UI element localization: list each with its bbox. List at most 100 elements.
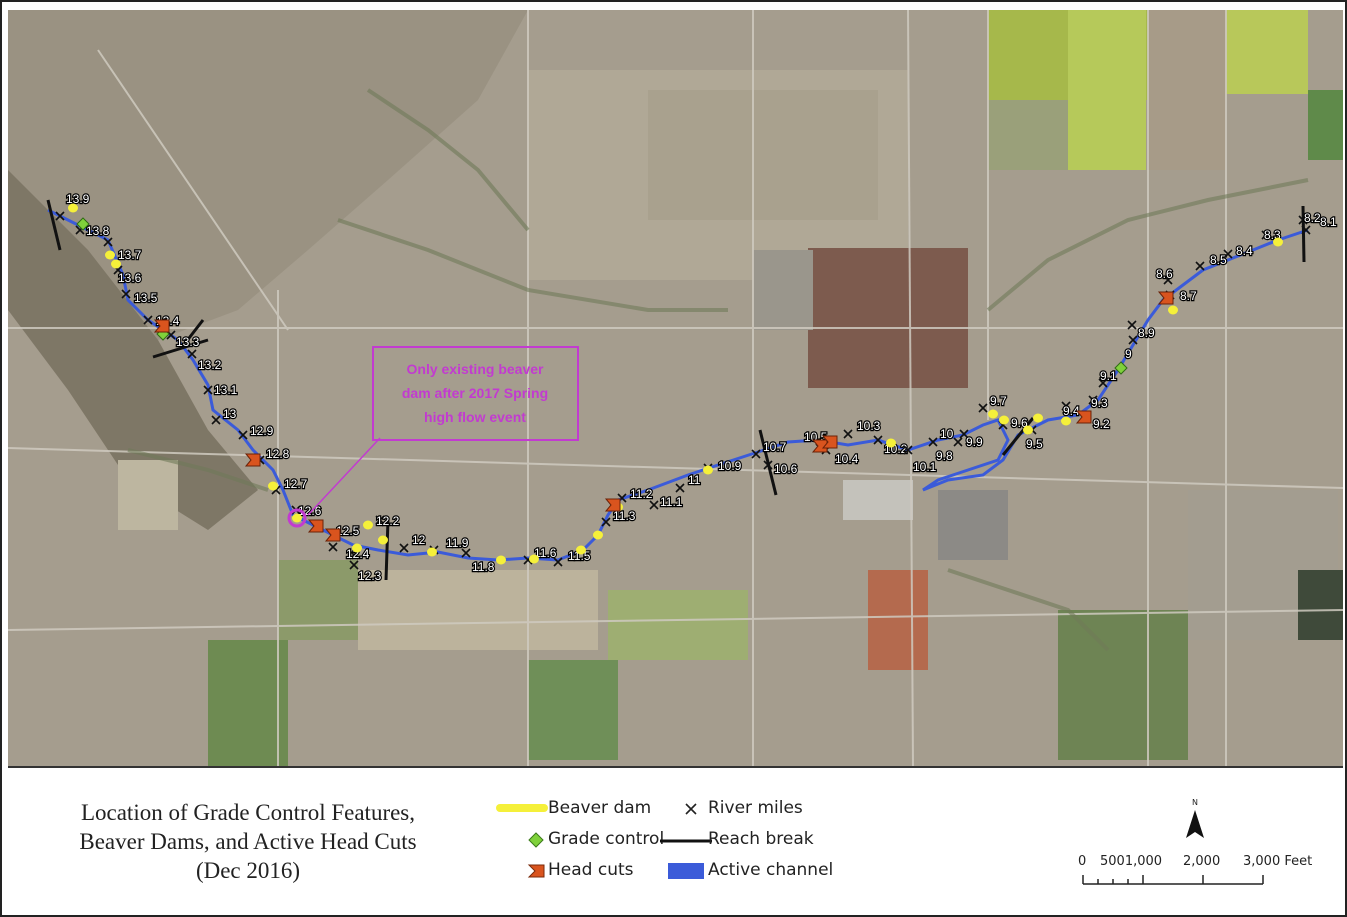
river-mile-label: 13.2 [198, 358, 222, 372]
beaver-dam-marker [363, 520, 373, 530]
head-cut-marker [604, 498, 621, 512]
beaver-dam-marker [1061, 416, 1071, 426]
grade-control-marker [1114, 361, 1128, 375]
river-mile-label: 9.5 [1026, 437, 1043, 451]
features [68, 203, 1283, 565]
field [988, 100, 1068, 170]
title-line: Beaver Dams, and Active Head Cuts [79, 829, 417, 854]
river-mile-label: 12.4 [346, 547, 370, 561]
river-mile-label: 13 [223, 407, 237, 421]
beaver-dam-marker [576, 545, 586, 555]
river-mile-marker [55, 211, 65, 221]
annotation-line: Only existing beaver [407, 361, 544, 377]
river-mile-label: 8.6 [1156, 267, 1173, 281]
beaver-dam-marker [292, 513, 302, 523]
scale-bar [1082, 875, 1264, 885]
green-field [1068, 10, 1146, 170]
green-field [1308, 90, 1343, 160]
river-mile-marker [1088, 395, 1098, 405]
highlight-circle [287, 508, 307, 528]
river-mile-label: 8.2 [1304, 211, 1321, 225]
river-mile-marker [1061, 401, 1071, 411]
beaver-dam-symbol [496, 804, 548, 812]
legend-active-channel: Active channel [708, 860, 834, 880]
map-canvas: 13.913.813.713.613.513.413.313.213.11312… [8, 10, 1343, 766]
beaver-dam-marker [1168, 305, 1178, 315]
river-mile-marker [1261, 230, 1271, 240]
river-mile-label: 8.4 [1236, 244, 1253, 258]
field [208, 640, 288, 766]
river-mile-marker [959, 429, 969, 439]
head-cut-marker [324, 528, 341, 542]
legend-beaver-dam: Beaver dam [548, 798, 652, 818]
building [843, 480, 913, 520]
river-mile-marker [928, 437, 938, 447]
legend-grade-control: Grade control [548, 829, 665, 849]
river-mile-marker [601, 517, 611, 527]
field [1148, 10, 1226, 170]
river-mile-label: 11.2 [630, 487, 653, 501]
river-mile-label: 12.3 [358, 569, 382, 583]
river-mile-marker [399, 543, 409, 553]
scale-label: 2,000 [1183, 854, 1221, 869]
industrial-site [808, 248, 968, 388]
legend-river-miles: River miles [708, 798, 803, 818]
dark-field [1298, 570, 1343, 640]
field [648, 90, 878, 220]
legend-panel: Location of Grade Control Features, Beav… [8, 768, 1343, 912]
scale-label: 5001,000 [1100, 854, 1163, 869]
river-mile-label: 11.1 [660, 495, 683, 509]
head-cut-marker [1157, 291, 1174, 305]
river-mile-label: 10.3 [857, 419, 881, 433]
beaver-dam-marker [1033, 413, 1043, 423]
river-mile-marker [1098, 378, 1108, 388]
reach-break [46, 199, 62, 251]
river-mile-marker [375, 515, 385, 525]
river-mile-label: 13.7 [118, 248, 142, 262]
green-field [1226, 10, 1308, 94]
river-mile-label: 8.1 [1320, 215, 1337, 229]
field [528, 660, 618, 760]
river-miles: 13.913.813.713.613.513.413.313.213.11312… [55, 191, 1338, 584]
river-mile-marker [143, 315, 153, 325]
river-mile-marker [1298, 215, 1308, 225]
beaver-dam-marker [378, 535, 388, 545]
river-mile-marker [953, 437, 963, 447]
legend-head-cuts: Head cuts [548, 860, 634, 880]
river-mile-marker [553, 557, 563, 567]
head-cut-marker [153, 319, 170, 333]
river-mile-marker [763, 460, 773, 470]
river-mile-marker [903, 445, 913, 455]
river-mile-label: 11.6 [534, 546, 557, 560]
annotation-line: high flow event [424, 409, 526, 425]
river-mile-label: 9.3 [1091, 396, 1108, 410]
aerial-map[interactable]: 13.913.813.713.613.513.413.313.213.11312… [8, 10, 1343, 768]
river-mile-label: 9.9 [966, 435, 983, 449]
map-title: Location of Grade Control Features, Beav… [28, 798, 468, 885]
field [608, 590, 748, 660]
parking [938, 490, 1008, 560]
annotation-callout: Only existing beaver dam after 2017 Spri… [287, 346, 579, 528]
head-cut-marker [307, 519, 324, 533]
river-mile-label: 13.6 [118, 271, 142, 285]
scale-label: 0 [1078, 854, 1087, 869]
river-mile-label: 10.4 [835, 452, 859, 466]
beaver-dam-marker [1273, 237, 1283, 247]
beaver-dam-marker [593, 530, 603, 540]
river-mile-label: 10.1 [913, 460, 937, 474]
river-mile-marker [1195, 261, 1205, 271]
river-mile-label: 10.6 [774, 462, 798, 476]
river-mile-label: 8.9 [1138, 326, 1155, 340]
active-channel-symbol [668, 863, 704, 879]
field [278, 560, 358, 640]
field [868, 570, 928, 670]
river-mile-label: 9.7 [990, 394, 1007, 408]
river-mile-label: 12.5 [336, 524, 360, 538]
river-mile-label: 11.3 [613, 509, 636, 523]
river-mile-marker [187, 349, 197, 359]
reach-break [1301, 205, 1306, 263]
reach-break [184, 319, 205, 343]
river-mile-label: 8.5 [1210, 253, 1227, 267]
drainages [127, 88, 1309, 652]
